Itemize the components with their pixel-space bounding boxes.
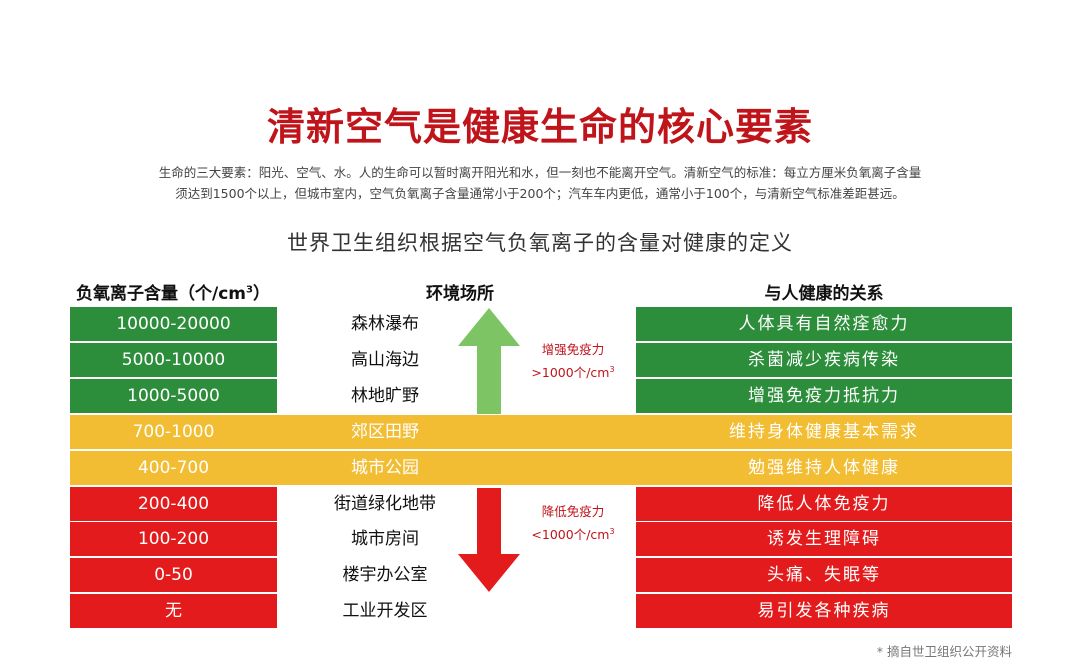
ion-range-cell: 1000-5000 xyxy=(70,379,277,413)
ion-range-cell: 10000-20000 xyxy=(70,307,277,341)
place-cell: 楼宇办公室 xyxy=(342,565,428,585)
header-content-close: ） xyxy=(252,284,270,304)
health-effect-cell: 杀菌减少疾病传染 xyxy=(636,343,1012,377)
health-effect-cell: 诱发生理障碍 xyxy=(636,522,1012,556)
intro-line-2: 须达到1500个以上，但城市室内，空气负氧离子含量通常小于200个；汽车车内更低… xyxy=(175,186,905,201)
health-effect-cell: 增强免疫力抵抗力 xyxy=(636,379,1012,413)
table-row: 无 工业开发区 易引发各种疾病 xyxy=(70,594,1012,628)
footnote: * 摘自世卫组织公开资料 xyxy=(876,644,1012,659)
place-cell: 工业开发区 xyxy=(342,601,428,621)
table-row: 100-200 城市房间 诱发生理障碍 xyxy=(70,522,1012,556)
arrow-down-label: 降低免疫力 <1000个/cm3 xyxy=(508,502,638,545)
arrow-up-label-2: >1000个/cm3 xyxy=(531,365,615,381)
table-row: 5000-10000 高山海边 杀菌减少疾病传染 xyxy=(70,343,1012,377)
header-relation: 与人健康的关系 xyxy=(764,284,884,304)
health-effect-cell: 勉强维持人体健康 xyxy=(748,458,900,478)
header-content-label: 负氧离子含量（个/cm xyxy=(76,284,247,304)
table-row: 200-400 街道绿化地带 降低人体免疫力 xyxy=(70,487,1012,521)
intro-line-1: 生命的三大要素：阳光、空气、水。人的生命可以暂时离开阳光和水，但一刻也不能离开空… xyxy=(158,165,922,180)
table-subtitle: 世界卫生组织根据空气负氧离子的含量对健康的定义 xyxy=(287,231,793,255)
ion-range-cell: 无 xyxy=(70,594,277,628)
page-title: 清新空气是健康生命的核心要素 xyxy=(266,105,813,149)
health-effect-cell: 人体具有自然痊愈力 xyxy=(636,307,1012,341)
table-row: 1000-5000 林地旷野 增强免疫力抵抗力 xyxy=(70,379,1012,413)
header-content: 负氧离子含量（个/cm3） xyxy=(62,279,284,304)
ion-range-cell: 400-700 xyxy=(137,458,210,478)
table-row: 10000-20000 森林瀑布 人体具有自然痊愈力 xyxy=(70,307,1012,341)
arrow-up-label: 增强免疫力 >1000个/cm3 xyxy=(508,340,638,383)
arrow-down-icon xyxy=(458,488,520,592)
ion-range-cell: 700-1000 xyxy=(132,422,215,442)
table-row: 400-700 城市公园 勉强维持人体健康 xyxy=(70,451,1012,485)
place-cell: 城市公园 xyxy=(351,458,419,478)
place-cell: 郊区田野 xyxy=(351,422,419,442)
arrow-up-label-1: 增强免疫力 xyxy=(541,342,605,357)
header-content-sup: 3 xyxy=(246,284,253,296)
header-place: 环境场所 xyxy=(426,284,494,304)
intro-text: 生命的三大要素：阳光、空气、水。人的生命可以暂时离开阳光和水，但一刻也不能离开空… xyxy=(60,162,1020,204)
place-cell: 森林瀑布 xyxy=(351,314,419,334)
table-row: 700-1000 郊区田野 维持身体健康基本需求 xyxy=(70,415,1012,449)
arrow-up-icon xyxy=(458,308,520,414)
place-cell: 城市房间 xyxy=(351,529,419,549)
table-row: 0-50 楼宇办公室 头痛、失眠等 xyxy=(70,558,1012,592)
ion-range-cell: 100-200 xyxy=(70,522,277,556)
health-effect-cell: 头痛、失眠等 xyxy=(636,558,1012,592)
health-effect-cell: 易引发各种疾病 xyxy=(636,594,1012,628)
ion-range-cell: 0-50 xyxy=(70,558,277,592)
health-effect-cell: 维持身体健康基本需求 xyxy=(729,422,919,442)
arrow-down-label-2: <1000个/cm3 xyxy=(531,527,615,543)
ion-range-cell: 200-400 xyxy=(70,487,277,521)
place-cell: 高山海边 xyxy=(351,350,419,370)
arrow-down-label-1: 降低免疫力 xyxy=(541,504,605,519)
place-cell: 街道绿化地带 xyxy=(334,494,436,514)
place-cell: 林地旷野 xyxy=(351,386,419,406)
ion-range-cell: 5000-10000 xyxy=(70,343,277,377)
health-effect-cell: 降低人体免疫力 xyxy=(636,487,1012,521)
